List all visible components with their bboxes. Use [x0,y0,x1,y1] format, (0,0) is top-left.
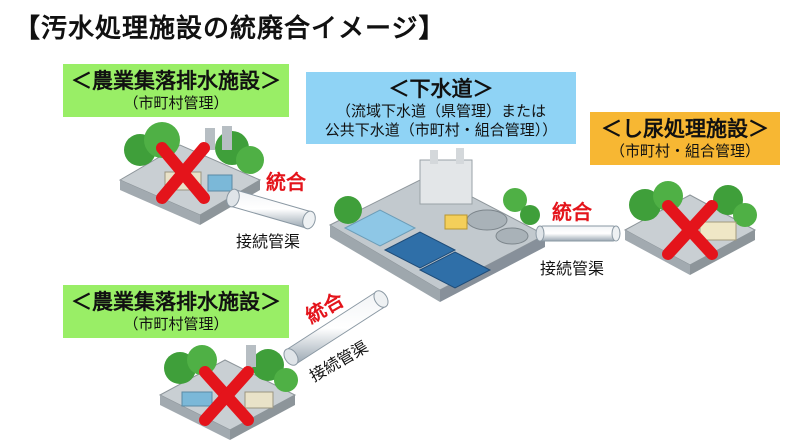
sewer-line2: 公共下水道（市町村・組合管理）） [324,121,558,139]
agri-facility-top-manager: （市町村管理） [123,94,229,113]
night-soil-facility-illustration [623,181,757,275]
red-x-icon [156,142,210,204]
agri-facility-bottom-label: ＜農業集落排水施設＞ （市町村管理） [63,285,289,338]
agri-facility-bottom-manager: （市町村管理） [123,315,229,334]
sewer-line1: （流域下水道（県管理）または [335,102,546,121]
agri-facility-top-label: ＜農業集落排水施設＞ （市町村管理） [63,64,289,117]
pipe-icon [283,290,389,366]
agri-facility-top-name: ＜農業集落排水施設＞ [71,69,281,93]
pipe-label-right: 接続管渠 [540,259,605,278]
pipe-icon [226,188,316,230]
night-soil-name: ＜し尿処理施設＞ [601,117,769,141]
integration-label-right: 統合 [552,200,592,224]
red-x-icon [662,200,718,260]
sewer-label: ＜下水道＞ （流域下水道（県管理）または 公共下水道（市町村・組合管理）） [306,72,576,144]
pipe-icon [535,225,621,242]
sewer-name: ＜下水道＞ [388,77,494,101]
page-title: 【汚水処理施設の統廃合イメージ】 [14,14,446,44]
red-x-icon [199,366,254,426]
night-soil-manager: （市町村・組合管理） [609,142,760,161]
agri-facility-bottom-name: ＜農業集落排水施設＞ [71,290,281,314]
night-soil-label: ＜し尿処理施設＞ （市町村・組合管理） [590,112,780,165]
integration-label-top: 統合 [266,170,306,194]
pipe-label-top: 接続管渠 [236,232,301,251]
sewer-plant-illustration [328,148,547,302]
